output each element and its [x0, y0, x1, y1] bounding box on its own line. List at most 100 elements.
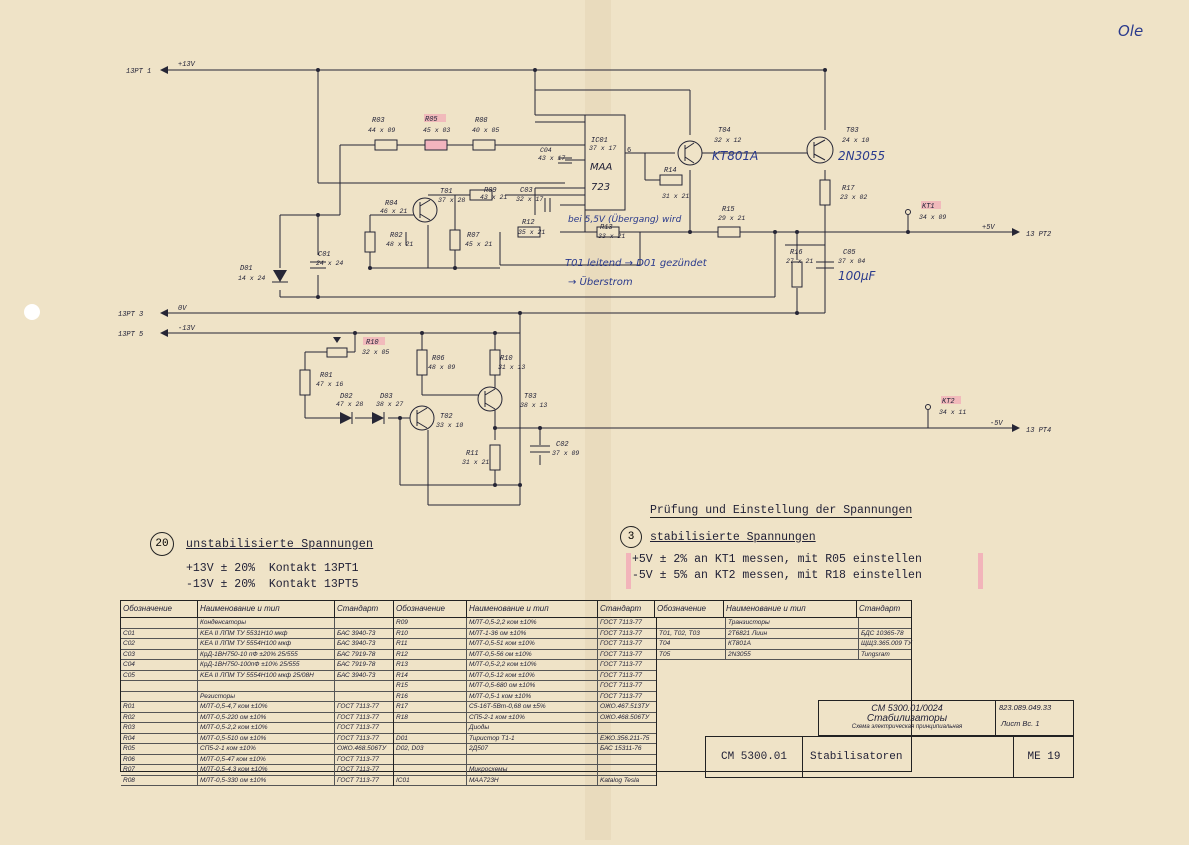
table-cell: C05	[121, 670, 198, 680]
r08-value: 40 x 05	[472, 127, 499, 134]
table-cell: Микросхемы	[467, 765, 598, 775]
title-type-ru: Схема электрическая принципиальная	[851, 724, 963, 730]
capacitor-c05	[816, 261, 834, 269]
unstabilized-section: 20 unstabilisierte Spannungen +13V ± 20%…	[150, 532, 450, 591]
title-block-upper: CM 5300.01/0024 Стабилизаторы Схема элек…	[818, 700, 1074, 736]
ic01-type-line1: MAA	[590, 162, 612, 173]
c04-value: 43 x 17	[538, 155, 565, 162]
d02-name: D02	[340, 393, 353, 401]
r02-name: R02	[390, 232, 403, 240]
table-cell: R12	[394, 649, 467, 659]
resistor-r08	[472, 139, 496, 151]
plus13v-rail	[160, 66, 825, 74]
table-cell: СП5-2-1 ком ±10%	[467, 712, 598, 722]
table-cell: R13	[394, 660, 467, 670]
table-cell: ГОСТ 7113-77	[337, 713, 380, 721]
r10-lower-name: R10	[500, 355, 513, 363]
d02-value: 47 x 28	[336, 401, 363, 408]
table-cell: C04	[121, 660, 198, 670]
table-cell	[598, 755, 654, 765]
table-cell: T01, T02, T03	[657, 628, 726, 638]
table-row: Транзисторы	[657, 618, 911, 629]
r14-name: R14	[664, 167, 677, 175]
table-cell: ОЖО.468.506ТУ	[600, 713, 650, 721]
r02-value: 48 x 21	[386, 241, 413, 248]
table-cell: ГОСТ 7113-77	[600, 661, 643, 668]
kt1-name: KT1	[922, 203, 935, 211]
r15-value: 29 x 21	[718, 215, 745, 222]
lower-wiring	[304, 313, 541, 506]
kt1-highlight	[921, 201, 941, 209]
r03-value: 44 x 09	[368, 127, 395, 134]
table-cell: R02	[121, 712, 198, 722]
junction-dots	[316, 68, 910, 487]
table-header: Обозначение	[394, 601, 467, 617]
minus13v-rail	[160, 329, 520, 337]
note-line3: → Überstrom	[568, 275, 633, 288]
table-header: Наименование и тип	[198, 601, 335, 617]
table-cell	[598, 765, 654, 775]
r16-value: 27 x 21	[786, 258, 813, 265]
table-cell	[394, 754, 467, 764]
title-code-ru: CM 5300.01/0024	[871, 703, 943, 713]
r05-name: R05	[425, 116, 438, 124]
resistor-r09	[469, 189, 493, 201]
r17-name: R17	[842, 185, 855, 193]
table-cell: МЛТ-0,5-56 ом ±10%	[467, 649, 598, 659]
c02-name: C02	[556, 441, 569, 449]
stab-line1: +5V ± 2% an KT1 messen, mit R05 einstell…	[632, 553, 922, 566]
table-cell: R08	[121, 775, 198, 785]
table-cell: БАС 3940-73	[337, 629, 376, 637]
table-header: Стандарт	[598, 601, 655, 617]
r10-highlight	[363, 337, 385, 345]
resistor-r01	[299, 369, 311, 396]
table-cell: 2Д507	[467, 744, 598, 754]
resistor-r16	[791, 261, 803, 288]
table-cell: МЛТ-0,5-12 ком ±10%	[467, 670, 598, 680]
table-cell: ЕЖО.356.211-75	[600, 734, 650, 742]
table-cell: R01	[121, 702, 198, 712]
r07-value: 45 x 21	[465, 241, 492, 248]
resistor-r06	[416, 349, 428, 376]
table-cell: Резисторы	[198, 691, 335, 701]
conn-13pt5: 13PT 5	[118, 331, 144, 339]
resistor-r05	[424, 139, 448, 151]
capacitor-c03	[544, 198, 551, 212]
r01-value: 47 x 16	[316, 381, 343, 388]
table-cell	[121, 618, 198, 628]
conn-13pt1-voltage: +13V	[178, 61, 196, 69]
table-cell: ОЖО.468.506ТУ	[337, 745, 387, 752]
resistor-r10-lower	[489, 349, 501, 376]
table-cell: БАС 15311-76	[600, 745, 642, 752]
table-cell: R06	[121, 754, 198, 764]
resistor-r02	[364, 231, 376, 253]
t02-value: 33 x 10	[436, 422, 463, 429]
zero-volt-rail	[160, 309, 825, 317]
table-cell: ГОСТ 7113-77	[337, 776, 380, 784]
table-cell: C01	[121, 628, 198, 638]
table-cell: ГОСТ 7113-77	[600, 682, 643, 689]
note-line2: T01 leitend → D01 gezündet	[565, 258, 708, 269]
table-cell: IC01	[394, 775, 467, 785]
r07-name: R07	[467, 232, 480, 240]
table-cell: KEA II ЛПМ ТУ 5531H10 мкф	[198, 628, 335, 638]
title-block-main: CM 5300.01 Stabilisatoren ME 19	[705, 736, 1074, 778]
table-row	[121, 681, 393, 692]
conn-13pt4-voltage: -5V	[990, 420, 1003, 428]
table-cell: R09	[394, 618, 467, 628]
t04-name: T04	[718, 127, 731, 135]
resistor-r11	[489, 444, 501, 471]
